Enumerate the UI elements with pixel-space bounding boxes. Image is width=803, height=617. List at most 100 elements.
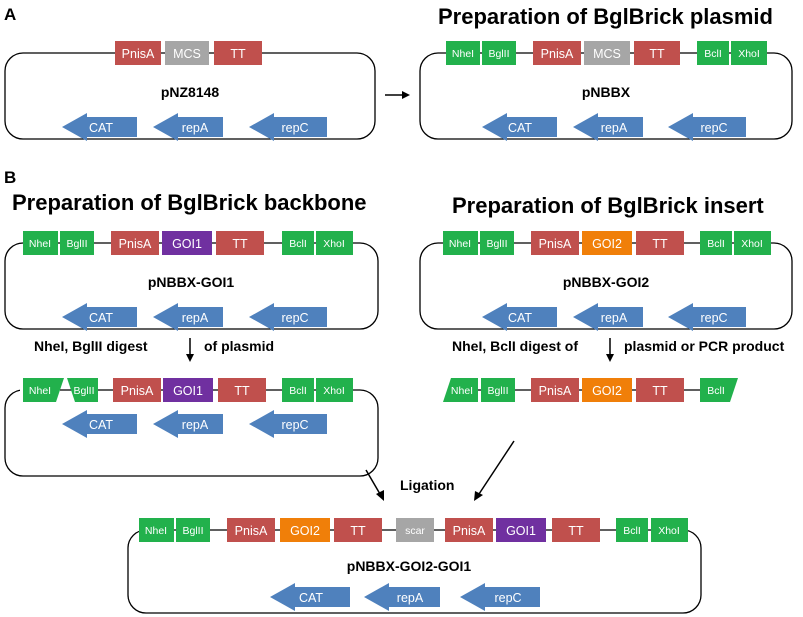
part-mcs-label: MCS — [173, 47, 201, 61]
plasmid-pnbbx-goi2-goi1: NheI BglII PnisA GOI2 TT scar PnisA GOI1… — [127, 518, 702, 614]
gene-cat-arrow — [62, 410, 137, 438]
site-bcli-label: BclI — [707, 238, 725, 250]
site-bcli — [616, 518, 648, 542]
site-bcli — [282, 378, 314, 402]
gene-cat-label: CAT — [89, 418, 113, 432]
part-tt — [218, 378, 266, 402]
site-xhoi-label: XhoI — [323, 238, 345, 250]
part-pnisa — [531, 231, 579, 255]
gene-repc-arrow — [668, 113, 746, 141]
part-pnisa — [533, 41, 581, 65]
gene-repa-label: repA — [182, 121, 209, 135]
part-pnisa-label: PnisA — [121, 384, 154, 398]
plasmid-pnbbx-goi2: NheI BglII PnisA GOI2 TT BclI XhoI pNBBX… — [419, 231, 793, 331]
plasmid-pnbbx-goi1: NheI BglII PnisA GOI1 TT BclI XhoI pNBBX… — [4, 231, 379, 331]
gene-repa-arrow — [153, 410, 223, 438]
site-bglii-cut — [67, 378, 98, 402]
plasmid-name: pNBBX-GOI1 — [148, 274, 235, 290]
part-tt-label: TT — [350, 524, 366, 538]
digest-insert-label-2: plasmid or PCR product — [624, 338, 785, 354]
plasmid-name: pNBBX-GOI2-GOI1 — [347, 558, 472, 574]
part-goi2 — [582, 231, 632, 255]
gene-repc-arrow — [460, 583, 540, 611]
gene-repa-label: repA — [601, 121, 628, 135]
site-bcli-cut — [700, 378, 738, 402]
gene-repa-label: repA — [601, 311, 628, 325]
plasmid-pnbbx: NheI BglII PnisA MCS TT BclI XhoI pNBBX … — [419, 41, 793, 141]
site-xhoi-label: XhoI — [741, 238, 763, 250]
part-goi2-label: GOI2 — [290, 524, 320, 538]
gene-cat-label: CAT — [299, 591, 323, 605]
part-mcs — [165, 41, 209, 65]
gene-repa-arrow — [153, 303, 223, 331]
gene-cat-label: CAT — [508, 311, 532, 325]
gene-repa-label: repA — [397, 591, 424, 605]
site-bglii-label: BglII — [486, 238, 507, 250]
site-xhoi-label: XhoI — [738, 48, 760, 60]
part-goi2-label: GOI2 — [592, 384, 622, 398]
site-bcli — [697, 41, 729, 65]
title-prep-backbone: Preparation of BglBrick backbone — [12, 190, 367, 215]
part-goi1 — [163, 378, 213, 402]
plasmid-name: pNBBX-GOI2 — [563, 274, 650, 290]
gene-repc-label: repC — [700, 311, 727, 325]
digest-backbone-label-1: NheI, BglII digest — [34, 338, 148, 354]
ligation-step: Ligation — [365, 440, 515, 501]
gene-repc-label: repC — [281, 311, 308, 325]
part-pnisa-label: PnisA — [122, 47, 155, 61]
plasmid-pnz8148: PnisA MCS TT pNZ8148 CAT repA repC — [4, 41, 376, 141]
gene-repa-arrow — [364, 583, 440, 611]
digested-backbone: NheI BglII PnisA GOI1 TT BclI XhoI CAT r… — [4, 376, 379, 477]
site-bglii-label: BglII — [487, 385, 508, 397]
site-bcli-label: BclI — [704, 48, 722, 60]
part-goi1-label: GOI1 — [506, 524, 536, 538]
part-pnisa — [227, 518, 275, 542]
site-xhoi — [316, 378, 353, 402]
gene-repc-label: repC — [700, 121, 727, 135]
gene-cat-label: CAT — [508, 121, 532, 135]
site-nhei-label: NheI — [145, 525, 167, 537]
gene-repa-arrow — [153, 113, 223, 141]
part-pnisa — [115, 41, 161, 65]
arrow-to-pnbbx — [385, 91, 410, 99]
digested-insert: NheI BglII PnisA GOI2 TT BclI — [443, 378, 738, 402]
gene-cat-arrow — [270, 583, 350, 611]
part-pnisa — [531, 378, 579, 402]
part-goi1-label: GOI1 — [172, 237, 202, 251]
part-tt-label: TT — [232, 237, 248, 251]
site-bglii — [176, 518, 210, 542]
part-tt — [216, 231, 264, 255]
part-tt-label: TT — [649, 47, 665, 61]
site-bcli — [282, 231, 314, 255]
site-bglii-label: BglII — [182, 525, 203, 537]
part-goi2 — [280, 518, 330, 542]
site-xhoi-label: XhoI — [658, 525, 680, 537]
site-bcli-label: BclI — [623, 525, 641, 537]
part-tt — [552, 518, 600, 542]
gene-repc-arrow — [249, 410, 327, 438]
digest-insert-label-1: NheI, BclI digest of — [452, 338, 578, 354]
site-bglii-label: BglII — [488, 48, 509, 60]
gene-cat-arrow — [482, 113, 557, 141]
gene-repc-label: repC — [494, 591, 521, 605]
part-tt — [636, 378, 684, 402]
part-tt — [214, 41, 262, 65]
part-mcs-label: MCS — [593, 47, 621, 61]
gene-repc-label: repC — [281, 121, 308, 135]
part-pnisa-label: PnisA — [539, 237, 572, 251]
part-pnisa-label: PnisA — [119, 237, 152, 251]
part-scar-label: scar — [405, 525, 425, 537]
site-xhoi — [731, 41, 767, 65]
site-bcli — [700, 231, 732, 255]
site-bcli-label: BclI — [289, 385, 307, 397]
part-pnisa-label: PnisA — [539, 384, 572, 398]
site-nhei-cut — [23, 378, 64, 402]
part-goi1 — [496, 518, 546, 542]
part-tt-label: TT — [234, 384, 250, 398]
gene-repa-label: repA — [182, 418, 209, 432]
plasmid-name: pNBBX — [582, 84, 631, 100]
site-bglii — [481, 378, 515, 402]
site-bglii — [60, 231, 94, 255]
part-pnisa — [445, 518, 493, 542]
